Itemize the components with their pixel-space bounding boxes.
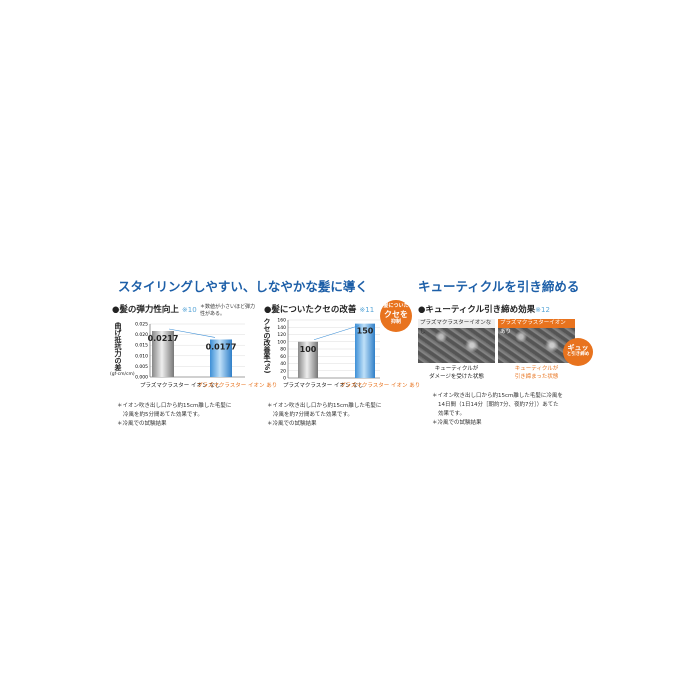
- y-tick-label: 120: [277, 332, 286, 338]
- chart1-xlabel-1: プラズマクラスター イオン あり: [197, 383, 278, 389]
- section-title-left: スタイリングしやすい、しなやかな髪に導く: [118, 279, 368, 294]
- photo-with-label: プラズマクラスターイオン あり: [498, 319, 575, 335]
- photo-without-label: プラズマクラスターイオンなし: [418, 319, 495, 335]
- caption-with: キューティクルが引き締まった状態: [514, 366, 559, 380]
- y-tick-label: 160: [277, 318, 286, 324]
- chart2-xlabel-1: プラズマクラスター イオン あり: [340, 383, 421, 389]
- bar-label-0: 100: [300, 345, 317, 354]
- chart1-xlabel-0: プラズマクラスター イオン なし: [140, 383, 221, 389]
- y-tick-label: 0.020: [135, 332, 148, 338]
- y-tick-label: 0.000: [135, 375, 148, 381]
- y-tick-label: 80: [280, 347, 286, 353]
- y-tick-label: 0.025: [135, 322, 148, 328]
- cuticle-bubble: ギュッと引き締め: [563, 338, 593, 366]
- bar-0: [298, 341, 318, 378]
- chart2-notes: ＊イオン吹き出し口から約15cm離した毛髪に冷風を約7分間あてた効果です。＊冷風…: [267, 403, 382, 427]
- y-tick-label: 140: [277, 325, 286, 331]
- chart1-yunit: (gf·cm/cm): [110, 372, 135, 377]
- chart2-title: ●髪についたクセの改善 ※11: [264, 305, 375, 315]
- cuticle-title: ●キューティクル引き締め効果※12: [418, 305, 550, 315]
- y-tick-label: 40: [280, 361, 286, 367]
- chart1-ylabel: 曲げ抵抗力の差: [114, 322, 122, 371]
- bar-label-1: 0.0177: [206, 342, 237, 351]
- chart1-notes: ＊イオン吹き出し口から約15cm離した毛髪に冷風を約5分間あてた効果です。＊冷風…: [117, 403, 232, 427]
- chart1-title: ●髪の弾力性向上 ※10: [112, 305, 197, 315]
- y-tick-label: 0.015: [135, 343, 148, 349]
- chart1-svg: 0.025 0.020 0.015 0.010 0.005 0.000 0.0217 0.01…: [135, 322, 245, 381]
- y-tick-label: 0.010: [135, 353, 148, 359]
- section-title-right: キューティクルを引き締める: [418, 279, 580, 294]
- chart2-ylabel: クセの改善率(%): [263, 318, 271, 374]
- chart2-bubble: 髪についたクセを抑制: [380, 300, 412, 332]
- bar-0: [152, 330, 174, 377]
- chart1-annotation: ＊数値が小さいほど弾力性がある。: [200, 304, 256, 317]
- bar-label-1: 150: [357, 327, 374, 336]
- bar-1: [210, 339, 232, 377]
- trend-arrow: [313, 325, 360, 341]
- y-tick-label: 20: [280, 368, 286, 374]
- y-tick-label: 0.005: [135, 364, 148, 370]
- bar-label-0: 0.0217: [148, 334, 179, 343]
- y-tick-label: 60: [280, 354, 286, 360]
- bar-1: [355, 323, 375, 378]
- caption-without: キューティクルがダメージを受けた状態: [429, 366, 484, 380]
- chart2-xlabel-0: プラズマクラスター イオン なし: [283, 383, 364, 389]
- y-tick-label: 0: [283, 376, 286, 382]
- trend-arrow: [168, 328, 216, 338]
- y-tick-label: 100: [277, 339, 286, 345]
